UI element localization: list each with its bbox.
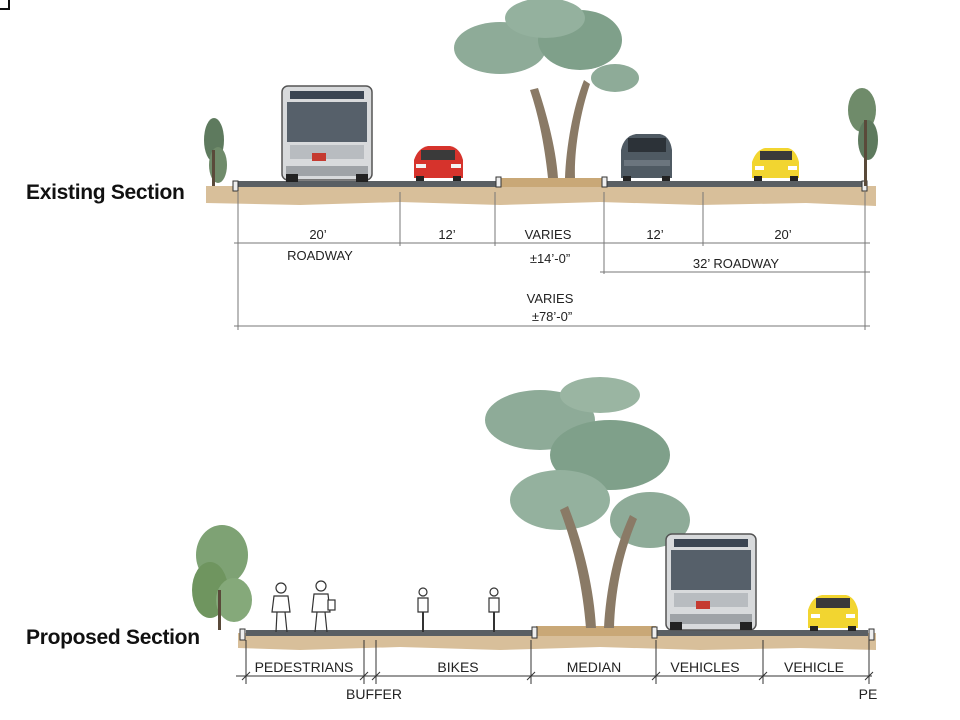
zone-vehicles-2: VEHICLE <box>784 659 844 675</box>
dim-varies-median: VARIES <box>524 227 572 242</box>
dim-median-width: ±14’-0” <box>529 251 571 266</box>
existing-bus <box>281 85 373 182</box>
proposed-section-title: Proposed Section <box>26 626 200 649</box>
zone-pedestrians: PEDESTRIANS <box>254 659 354 675</box>
zone-vehicles: VEHICLES <box>670 659 740 675</box>
dim-total-varies: VARIES <box>526 291 574 306</box>
dim-20ft-right: 20’ <box>774 227 792 242</box>
existing-yellow-car <box>752 148 799 181</box>
dim-20ft-left: 20’ <box>309 227 327 242</box>
zone-median: MEDIAN <box>566 659 622 675</box>
dim-total-width: ±78’-0” <box>531 309 573 324</box>
existing-median-tree <box>454 0 639 178</box>
dim-12ft-right: 12’ <box>646 227 664 242</box>
proposed-median-tree <box>485 377 690 628</box>
dim-roadway-right: 32’ ROADWAY <box>692 256 780 271</box>
existing-right-shrub <box>848 88 878 186</box>
dim-12ft-left: 12’ <box>438 227 456 242</box>
existing-left-shrub <box>204 118 227 186</box>
zone-bikes: BIKES <box>437 659 479 675</box>
zone-buffer: BUFFER <box>346 686 402 702</box>
proposed-ground <box>238 626 876 650</box>
dim-roadway-left: ROADWAY <box>287 248 353 263</box>
existing-red-car <box>414 146 463 181</box>
proposed-dimension-lines <box>236 640 874 684</box>
proposed-yellow-car <box>808 595 858 631</box>
existing-ground <box>206 176 876 206</box>
pedestrian-figure-2 <box>311 580 336 633</box>
proposed-left-tree <box>192 525 252 630</box>
cyclist-figure-2 <box>488 587 500 632</box>
existing-section-title: Existing Section <box>26 181 185 204</box>
pedestrian-figure-1 <box>271 582 291 633</box>
zone-pe-truncated: PE <box>858 686 878 702</box>
existing-grey-car <box>621 134 672 181</box>
frame-corner-mark <box>0 0 10 10</box>
cyclist-figure-1 <box>417 587 429 632</box>
existing-dimension-lines <box>234 192 870 330</box>
proposed-bus <box>665 533 757 631</box>
